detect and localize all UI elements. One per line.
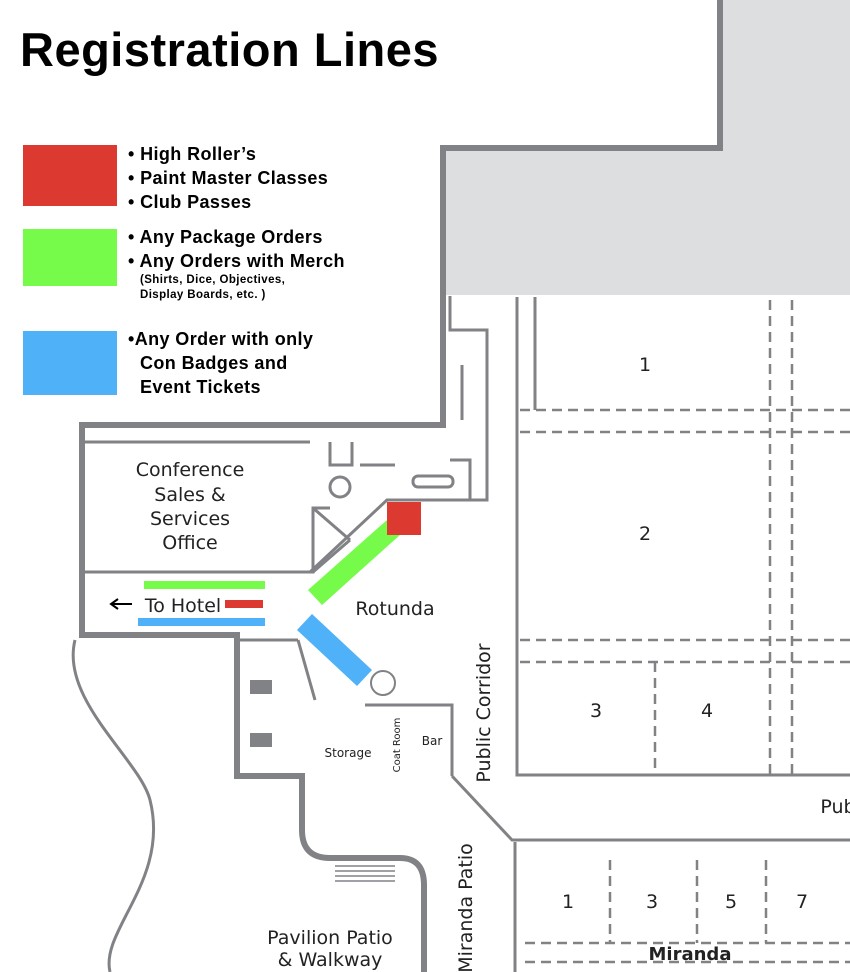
legend-swatch-green bbox=[23, 229, 117, 286]
miranda-room: 3 bbox=[646, 891, 658, 913]
ballroom-3: 3 bbox=[590, 700, 602, 722]
pavilion-label: Pavilion Patio bbox=[267, 927, 393, 949]
red-line-hotel bbox=[225, 600, 263, 608]
page-title: Registration Lines bbox=[20, 23, 440, 76]
legend-item-cont: Event Tickets bbox=[140, 377, 261, 397]
office-label: Conference bbox=[136, 459, 245, 481]
restroom-icon bbox=[250, 680, 272, 694]
coat-room-label: Coat Room bbox=[392, 718, 403, 773]
walkway-wall bbox=[299, 829, 427, 972]
legend-item: • Any Package Orders bbox=[128, 227, 323, 247]
office-label: Office bbox=[162, 532, 217, 554]
blue-line-hotel bbox=[138, 618, 265, 626]
restroom-icon bbox=[250, 733, 272, 747]
blue-line-marker bbox=[297, 614, 372, 686]
miranda-room: 1 bbox=[562, 891, 574, 913]
arrow-left-icon bbox=[109, 598, 132, 610]
legend-swatch-blue bbox=[23, 331, 117, 395]
legend-item: • High Roller’s bbox=[128, 144, 257, 164]
miranda-patio-label: Miranda Patio bbox=[455, 843, 477, 972]
legend-note: Display Boards, etc. ) bbox=[140, 289, 266, 301]
legend-item-cont: Con Badges and bbox=[140, 353, 288, 373]
legend-green: • Any Package Orders • Any Orders with M… bbox=[128, 225, 345, 303]
legend-item: • Paint Master Classes bbox=[128, 168, 329, 188]
miranda-room: 7 bbox=[796, 891, 808, 913]
green-line-marker bbox=[308, 520, 400, 605]
public-corridor-label-2: Pub bbox=[820, 796, 850, 818]
legend-item: •Any Order with only bbox=[128, 329, 314, 349]
restricted-area bbox=[445, 0, 850, 295]
bar-label: Bar bbox=[422, 734, 443, 748]
legend-blue: •Any Order with only Con Badges and Even… bbox=[128, 327, 313, 399]
to-hotel-label: To Hotel bbox=[144, 595, 221, 617]
legend-item: • Any Orders with Merch bbox=[128, 251, 345, 271]
pavilion-label: & Walkway bbox=[278, 949, 383, 971]
phone-icon bbox=[370, 670, 396, 696]
legend-item: • Club Passes bbox=[128, 192, 252, 212]
green-line-hotel bbox=[144, 581, 265, 589]
office-label: Sales & bbox=[154, 484, 226, 506]
ballroom-4: 4 bbox=[701, 700, 713, 722]
rotunda-label: Rotunda bbox=[355, 598, 434, 620]
stairs-icon bbox=[335, 865, 395, 882]
storage-label: Storage bbox=[325, 746, 372, 760]
outer-wall bbox=[79, 0, 723, 830]
miranda-label: Miranda bbox=[649, 944, 732, 965]
miranda-room: 5 bbox=[725, 891, 737, 913]
legend-swatch-red bbox=[23, 145, 117, 206]
ballroom-1: 1 bbox=[639, 354, 651, 376]
legend-red: • High Roller’s • Paint Master Classes •… bbox=[128, 142, 328, 214]
office-label: Services bbox=[150, 508, 230, 530]
red-line-marker bbox=[387, 502, 421, 535]
public-corridor-label: Public Corridor bbox=[473, 643, 495, 782]
legend-note: (Shirts, Dice, Objectives, bbox=[140, 274, 286, 286]
ballroom-2: 2 bbox=[639, 523, 651, 545]
